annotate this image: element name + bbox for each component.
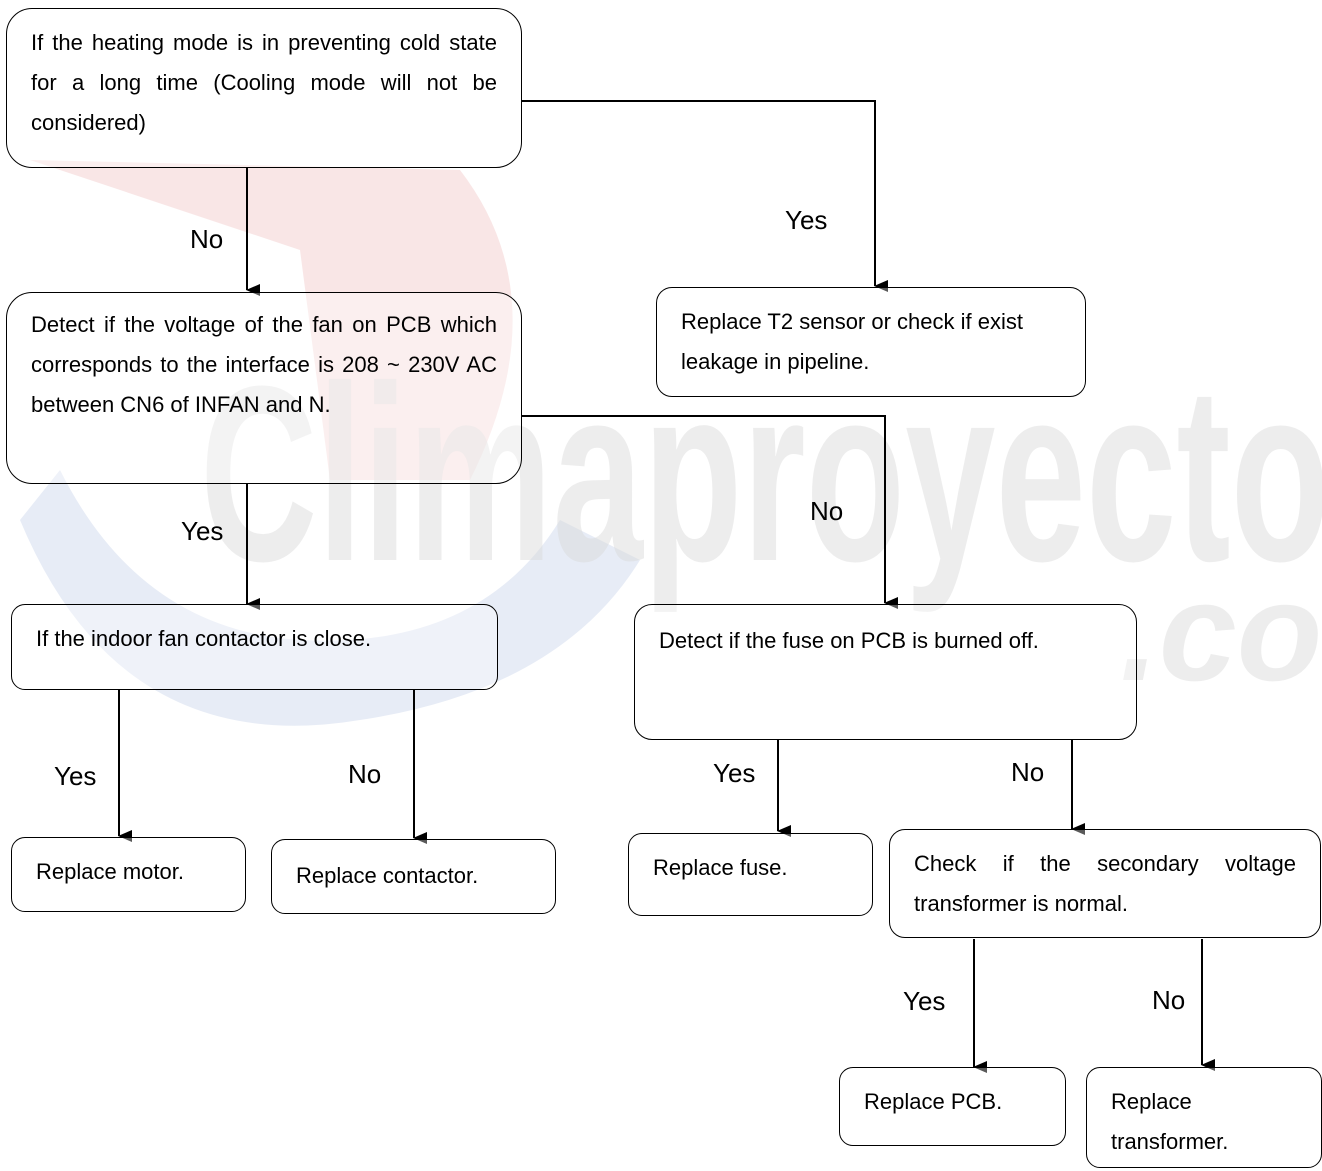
box-replace-transformer: Replace transformer. (1086, 1067, 1322, 1168)
box-heating-check: If the heating mode is in preventing col… (6, 8, 522, 168)
box-replace-contactor: Replace contactor. (271, 839, 556, 914)
box-transformer-check: Check if the secondary voltage transform… (889, 829, 1321, 938)
label-fuse-no: No (1011, 757, 1045, 787)
box-contactor-check: If the indoor fan contactor is close. (11, 604, 498, 690)
label-voltage-no: No (810, 496, 844, 526)
box-replace-t2-sensor: Replace T2 sensor or check if exist leak… (656, 287, 1086, 397)
watermark-logo-red (30, 160, 513, 480)
label-heating-no: No (190, 224, 224, 254)
edge-heating-yes (522, 100, 888, 292)
label-heating-yes: Yes (785, 205, 828, 235)
watermark-logo-blue (20, 470, 640, 726)
label-contactor-no: No (348, 759, 382, 789)
label-fuse-yes: Yes (713, 758, 756, 788)
box-detect-fan-voltage: Detect if the voltage of the fan on PCB … (6, 292, 522, 484)
box-replace-pcb: Replace PCB. (839, 1067, 1066, 1146)
box-replace-fuse: Replace fuse. (628, 833, 873, 916)
box-replace-motor: Replace motor. (11, 837, 246, 912)
watermark-suffix: .co (1120, 553, 1322, 710)
label-voltage-yes: Yes (181, 516, 224, 546)
label-transformer-yes: Yes (903, 986, 946, 1016)
label-contactor-yes: Yes (54, 761, 97, 791)
watermark-text: Climaproyecto (200, 334, 1322, 613)
edge-voltage-no (522, 415, 898, 609)
box-fuse-check: Detect if the fuse on PCB is burned off. (634, 604, 1137, 740)
label-transformer-no: No (1152, 985, 1186, 1015)
